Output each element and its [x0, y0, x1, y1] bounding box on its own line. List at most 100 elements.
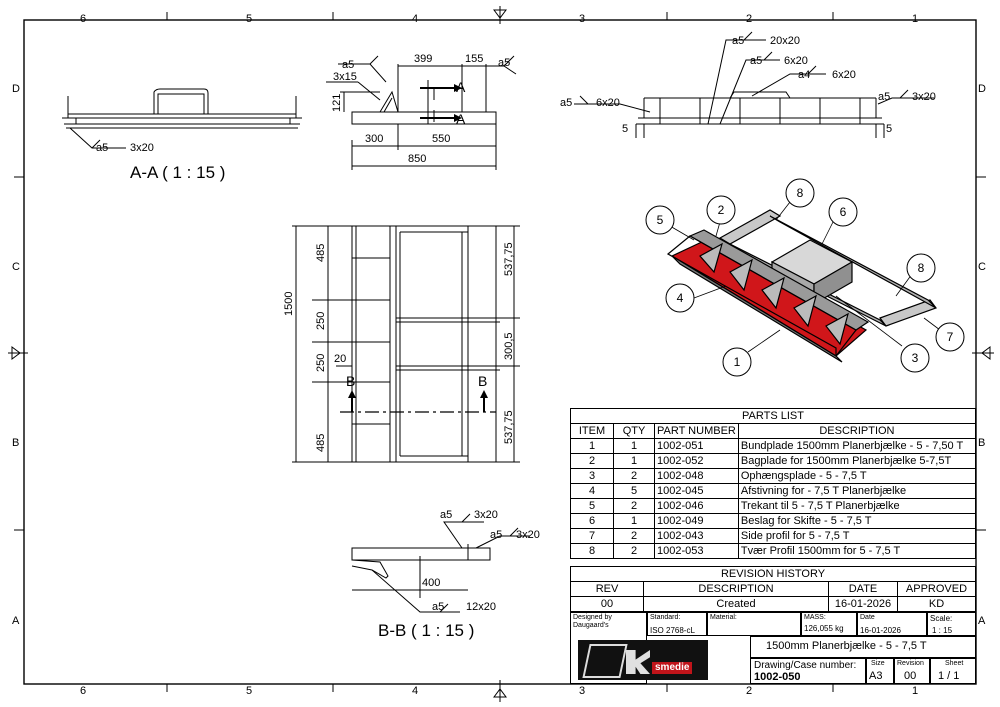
- drawing-number: 1002-050: [754, 671, 801, 683]
- size-cell: [866, 658, 894, 684]
- dimension-label: 5: [886, 123, 892, 135]
- zone-col-label: 3: [579, 685, 585, 697]
- zone-row-label: D: [12, 83, 20, 95]
- dimension-label: 20: [334, 353, 346, 365]
- dimension-label: 537,75: [503, 410, 515, 444]
- zone-col-label: 1: [912, 685, 918, 697]
- revision-value: 00: [904, 670, 917, 682]
- date-value: 16-01-2026: [860, 626, 901, 635]
- cell: 2: [613, 498, 655, 514]
- zone-col-label: 3: [579, 13, 585, 25]
- cell: Afstivning for - 7,5 T Planerbjælke: [737, 483, 977, 499]
- section-aa-view: [62, 88, 302, 149]
- zone-row-label: B: [12, 437, 19, 449]
- weld-symbol: 3x20: [912, 91, 936, 103]
- logo-k: [626, 650, 650, 674]
- dimension-label: 485: [315, 434, 327, 452]
- section-bb-label: B-B ( 1 : 15 ): [378, 621, 474, 640]
- dimension-label: 1500: [283, 292, 295, 316]
- dimension-label: 399: [414, 53, 432, 65]
- column-header: DESCRIPTION: [643, 581, 829, 597]
- cell: 5: [570, 498, 614, 514]
- weld-symbol: 6x20: [784, 55, 808, 67]
- cell: Created: [643, 596, 829, 612]
- column-header: QTY: [613, 423, 655, 439]
- drawing-number-label: Drawing/Case number:: [754, 660, 857, 671]
- cell: Bundplade 1500mm Planerbjælke - 5 - 7,50…: [737, 438, 977, 454]
- weld-symbol: 6x20: [596, 97, 620, 109]
- cell: 1: [613, 438, 655, 454]
- revision-history-table: REVISION HISTORY REV DESCRIPTION DATE AP…: [570, 566, 976, 612]
- size-label: Size: [871, 660, 885, 667]
- dimension-label: 3x15: [333, 71, 357, 83]
- designed-by-label: Designed by: [573, 614, 612, 621]
- cut-line-b: [340, 390, 496, 413]
- weld-symbol: a5: [96, 142, 108, 154]
- cell: 1002-045: [654, 483, 739, 499]
- balloon-label: 7: [947, 330, 954, 344]
- dimension-label: 300,5: [503, 332, 515, 360]
- balloons: [645, 178, 965, 377]
- front-view: [574, 31, 934, 138]
- cell: 3: [570, 468, 614, 484]
- cell: KD: [897, 596, 976, 612]
- designed-by-value: Daugaard's: [573, 622, 609, 629]
- isometric-view: [666, 209, 937, 363]
- standard-value: ISO 2768-cL: [650, 626, 695, 635]
- zone-col-label: 6: [80, 13, 86, 25]
- cell: 2: [613, 543, 655, 559]
- column-header: PART NUMBER: [654, 423, 739, 439]
- balloon-label: 2: [718, 203, 725, 217]
- weld-symbol: a5: [342, 59, 354, 71]
- balloon-label: 6: [840, 205, 847, 219]
- zone-labels: 6 5 4 3 2 1 6 5 4 3 2 1 D C B A D C B A: [12, 13, 986, 697]
- revision-label: Revision: [897, 660, 924, 667]
- material-cell: [707, 612, 801, 636]
- standard-label: Standard:: [650, 614, 681, 621]
- cell: 16-01-2026: [828, 596, 898, 612]
- company-logo: smedie: [578, 640, 708, 680]
- balloon-label: 1: [734, 355, 741, 369]
- weld-symbol: 3x20: [474, 509, 498, 521]
- logo-text: smedie: [652, 662, 693, 674]
- cell: Tvær Profil 1500mm for 5 - 7,5 T: [737, 543, 977, 559]
- weld-symbol: a5: [440, 509, 452, 521]
- balloon-leaders: [669, 201, 941, 353]
- weld-symbol: a5: [878, 91, 890, 103]
- sheet-value: 1 / 1: [938, 670, 960, 682]
- zone-row-label: A: [12, 615, 20, 627]
- dimension-label: 5: [622, 123, 628, 135]
- section-bb-view: [351, 513, 530, 613]
- column-header: DESCRIPTION: [737, 423, 977, 439]
- material-label: Material:: [710, 614, 737, 621]
- section-aa-label: A-A ( 1 : 15 ): [130, 163, 225, 182]
- cell: 7: [570, 528, 614, 544]
- side-view: [326, 55, 517, 170]
- cell: Bagplade for 1500mm Planerbjælke 5-7,5T: [737, 453, 977, 469]
- parts-list-title: PARTS LIST: [570, 408, 976, 424]
- cell: 8: [570, 543, 614, 559]
- revision-history-title: REVISION HISTORY: [570, 566, 976, 582]
- zone-col-label: 4: [412, 13, 418, 25]
- dimension-label: 850: [408, 153, 426, 165]
- cell: 1: [570, 438, 614, 454]
- cell: 1: [613, 453, 655, 469]
- column-header: REV: [570, 581, 644, 597]
- balloon-label: 8: [797, 186, 804, 200]
- cell: 1002-046: [654, 498, 739, 514]
- dimension-label: 250: [315, 312, 327, 330]
- column-header: ITEM: [570, 423, 614, 439]
- cut-label-a: A: [456, 79, 466, 95]
- zone-row-label: B: [978, 437, 985, 449]
- zone-col-label: 6: [80, 685, 86, 697]
- weld-symbol: a5: [732, 35, 744, 47]
- standard-cell: [647, 612, 707, 636]
- dimension-label: 300: [365, 133, 383, 145]
- cell: Trekant til 5 - 7,5 T Planerbjælke: [737, 498, 977, 514]
